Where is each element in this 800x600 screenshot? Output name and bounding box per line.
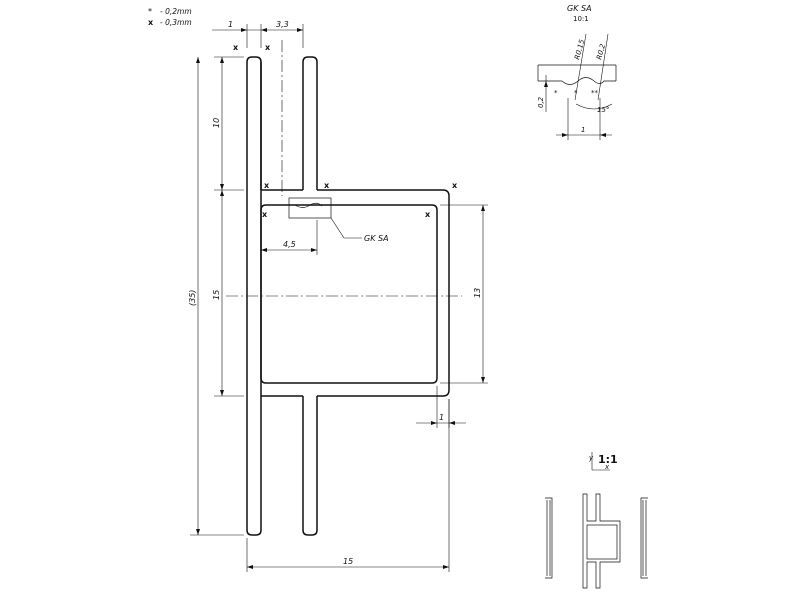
detail-scale: 10:1 bbox=[573, 15, 589, 23]
corner-mark: x bbox=[265, 43, 271, 52]
detail-angle-arc bbox=[575, 103, 613, 110]
dim-frame-height: 15 bbox=[212, 290, 221, 300]
legend-x-symbol: x bbox=[148, 18, 154, 27]
left-rail bbox=[246, 56, 262, 536]
axis-y-label: y bbox=[588, 454, 594, 462]
inner-top-fin bbox=[302, 56, 318, 190]
callout-groove bbox=[294, 202, 323, 208]
legend-star-symbol: * bbox=[148, 7, 152, 16]
dim-inner-height: 13 bbox=[473, 288, 482, 298]
corner-mark: x bbox=[264, 181, 270, 190]
center-lines bbox=[226, 40, 462, 297]
front-view-inner bbox=[586, 524, 618, 560]
frame-inner bbox=[260, 204, 438, 384]
corner-mark: x bbox=[324, 181, 330, 190]
dim-total-height: (35) bbox=[188, 290, 197, 306]
legend-x-text: - 0,3mm bbox=[160, 18, 192, 27]
detail-angle: 15° bbox=[597, 106, 609, 114]
detail-groove bbox=[538, 77, 616, 85]
dim-top-gap: 3,3 bbox=[276, 20, 289, 29]
callout-leader bbox=[330, 217, 345, 239]
corner-marks: x x x x x x x bbox=[233, 43, 458, 219]
corner-mark: x bbox=[233, 43, 239, 52]
detail-depth: 0,2 bbox=[537, 96, 545, 108]
detail-double-star-mark: ** bbox=[591, 89, 599, 97]
corner-mark: x bbox=[425, 210, 431, 219]
scale-thumbnail: y x 1:1 bbox=[545, 452, 648, 589]
scale-label: 1:1 bbox=[598, 453, 618, 466]
detail-view: GK SA 10:1 R0,15 R0,2 * * ** 0,2 15° 1 bbox=[537, 4, 617, 140]
frame-outer bbox=[261, 189, 450, 397]
corner-mark: x bbox=[262, 210, 268, 219]
detail-width: 1 bbox=[581, 126, 585, 134]
axis-x-label: x bbox=[604, 463, 610, 471]
corner-mark: x bbox=[452, 181, 458, 190]
dimensions: 1 3,3 10 (35) 15 13 4,5 bbox=[188, 20, 488, 572]
legend: * - 0,2mm x - 0,3mm bbox=[148, 7, 192, 27]
dim-inner-offset: 4,5 bbox=[283, 240, 296, 249]
dim-right-wall: 1 bbox=[439, 413, 444, 422]
detail-title: GK SA bbox=[567, 4, 592, 13]
callout-box bbox=[288, 197, 332, 219]
legend-star-text: - 0,2mm bbox=[160, 7, 192, 16]
detail-callout: GK SA bbox=[288, 197, 389, 243]
profile-outline bbox=[246, 56, 450, 536]
dim-total-width: 15 bbox=[343, 557, 353, 566]
detail-radius-1: R0,15 bbox=[573, 38, 586, 60]
side-view-right bbox=[640, 497, 648, 579]
dim-top-wall: 1 bbox=[228, 20, 233, 29]
dim-upper-height: 10 bbox=[212, 118, 221, 128]
detail-star-mark: * bbox=[554, 89, 558, 97]
front-view bbox=[582, 493, 621, 589]
inner-bottom-fin bbox=[302, 396, 318, 536]
detail-star-mark: * bbox=[574, 89, 578, 97]
side-view-left bbox=[545, 497, 553, 579]
callout-label: GK SA bbox=[364, 234, 389, 243]
